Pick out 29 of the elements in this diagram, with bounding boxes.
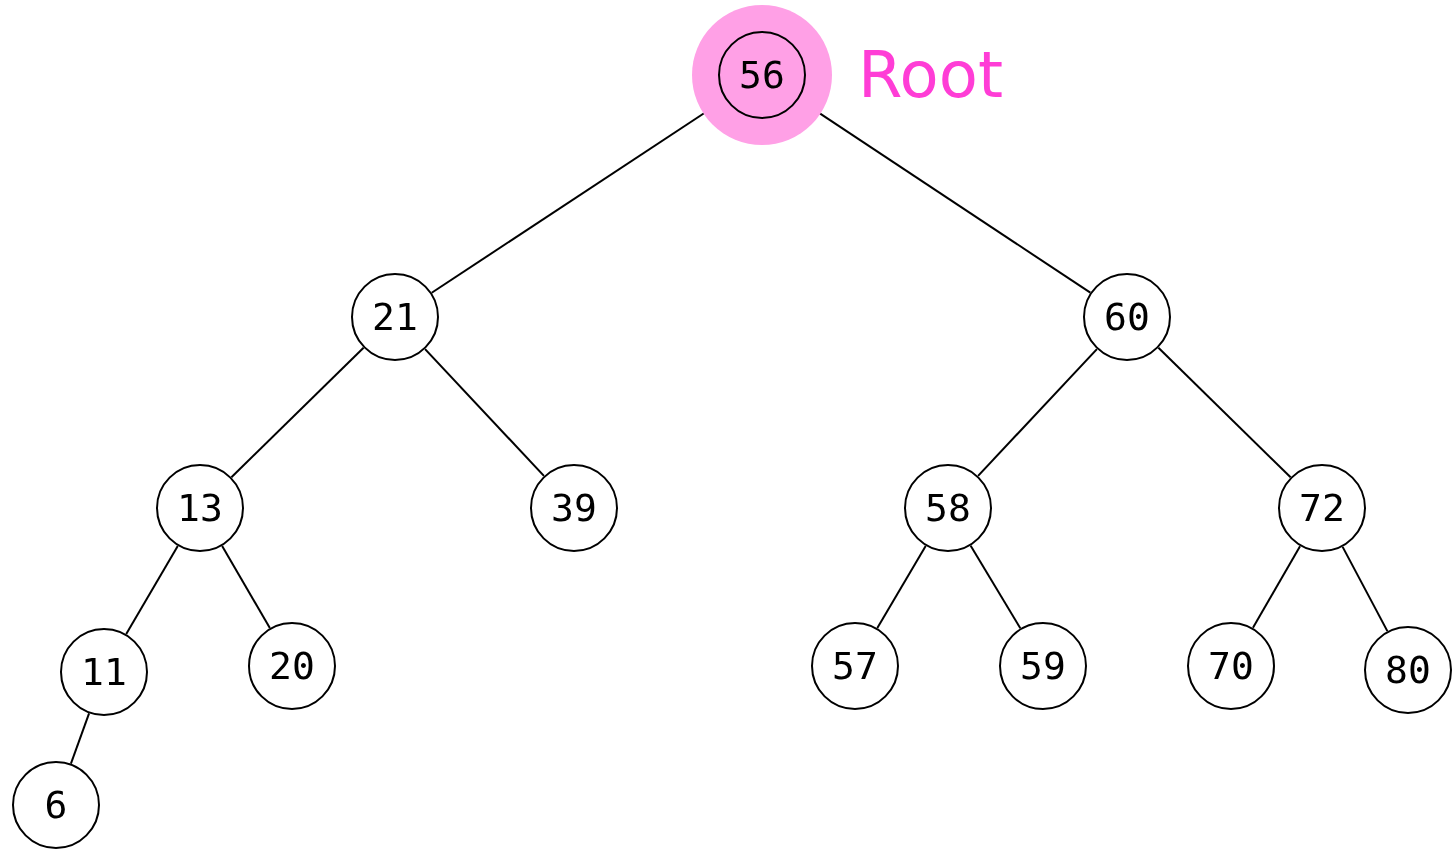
tree-edge xyxy=(125,544,179,636)
node-value: 39 xyxy=(551,486,597,530)
node-value: 72 xyxy=(1299,486,1345,530)
tree-edge xyxy=(1251,545,1302,629)
node-value: 20 xyxy=(269,644,315,688)
tree-node xyxy=(1083,273,1171,361)
tree-edge xyxy=(230,346,365,479)
tree-edge xyxy=(969,544,1022,630)
tree-edge xyxy=(1341,545,1389,633)
node-value: 70 xyxy=(1208,644,1254,688)
tree-edge xyxy=(424,348,545,477)
tree-edge xyxy=(1157,346,1292,479)
node-value: 56 xyxy=(739,53,785,97)
tree-node xyxy=(351,273,439,361)
tree-edge xyxy=(69,712,91,765)
node-value: 13 xyxy=(177,486,223,530)
node-value: 11 xyxy=(81,650,127,694)
tree-edge xyxy=(876,544,927,630)
tree-edge xyxy=(977,348,1098,477)
node-value: 80 xyxy=(1385,648,1431,692)
node-value: 6 xyxy=(44,783,68,827)
node-value: 60 xyxy=(1104,295,1150,339)
tree-node xyxy=(718,31,806,119)
node-value: 58 xyxy=(925,486,971,530)
root-label: Root xyxy=(858,43,1003,107)
node-value: 57 xyxy=(832,644,878,688)
node-value: 21 xyxy=(372,295,418,339)
tree-edge xyxy=(221,545,271,629)
node-value: 59 xyxy=(1020,644,1066,688)
